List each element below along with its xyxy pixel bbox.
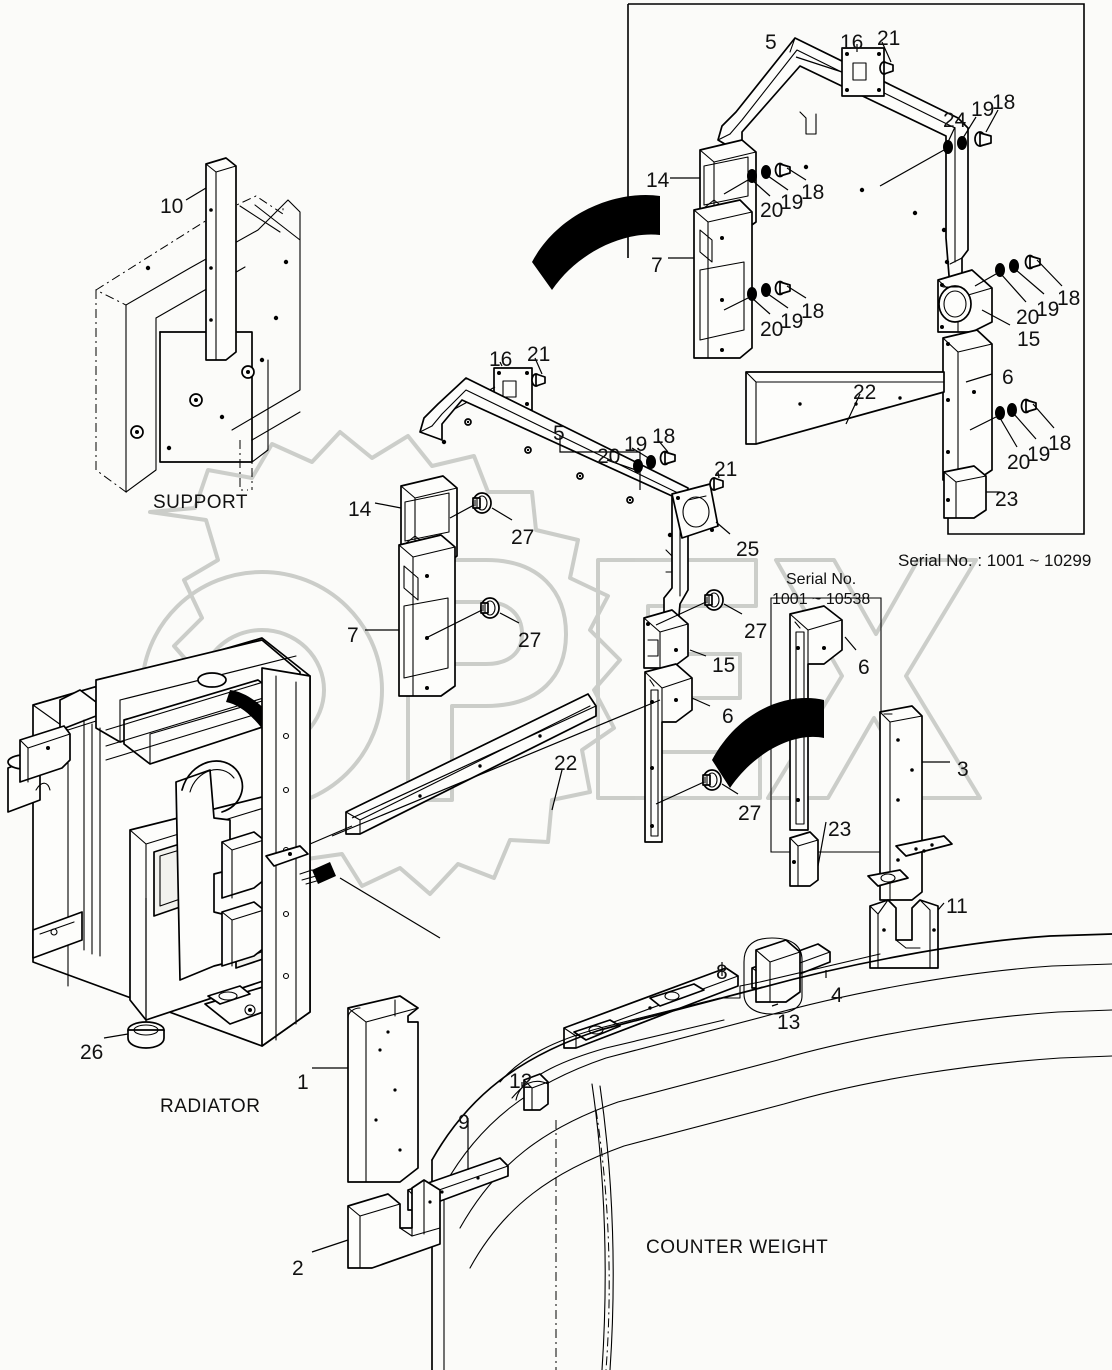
- callout-c-21c: 21: [714, 458, 738, 481]
- callout-c-20e: 20: [597, 445, 621, 468]
- callout-c-5b: 5: [553, 422, 565, 445]
- callout-c-19f: 19: [624, 433, 648, 456]
- callout-c-23b: 23: [828, 818, 852, 841]
- callout-c-16b: 16: [489, 348, 513, 371]
- callout-c-26: 26: [80, 1041, 104, 1064]
- callout-c-22a: 22: [853, 381, 877, 404]
- callout-c-20c: 20: [1016, 306, 1040, 329]
- callout-c-18a: 18: [992, 91, 1016, 114]
- serial-note-serial-inset-top: Serial No. : 1001 ~ 10299: [898, 551, 1092, 570]
- callout-c-18c: 18: [801, 300, 825, 323]
- callout-c-15b: 15: [712, 654, 736, 677]
- callout-c-11: 11: [946, 895, 968, 918]
- callout-c-22b: 22: [554, 752, 578, 775]
- serial-note-serial-inset-middle-l1: Serial No.: [786, 571, 857, 588]
- callout-c-23a: 23: [995, 488, 1019, 511]
- callout-c-4: 4: [831, 984, 843, 1007]
- callout-c-25: 25: [736, 538, 760, 561]
- callout-c-6a: 6: [1002, 366, 1014, 389]
- callout-c-13: 13: [777, 1011, 801, 1034]
- callout-c-19a: 19: [971, 98, 995, 121]
- callout-c-21b: 21: [527, 343, 551, 366]
- callout-c-14b: 14: [348, 498, 372, 521]
- callout-c-6c: 6: [858, 656, 870, 679]
- callout-c-10: 10: [160, 195, 184, 218]
- callout-c-5a: 5: [765, 31, 777, 54]
- callout-c-8: 8: [716, 961, 728, 984]
- callout-c-18d: 18: [1057, 287, 1081, 310]
- callout-c-18e: 18: [1048, 432, 1072, 455]
- callout-c-16a: 16: [840, 31, 864, 54]
- callout-c-27b: 27: [518, 629, 542, 652]
- callout-c-20d: 20: [1007, 451, 1031, 474]
- callout-c-12: 12: [509, 1070, 533, 1093]
- callout-c-7b: 7: [347, 624, 359, 647]
- callout-c-18f: 18: [652, 425, 676, 448]
- callout-c-6b: 6: [722, 705, 734, 728]
- callout-c-3: 3: [957, 758, 969, 781]
- callout-c-18b: 18: [801, 181, 825, 204]
- callout-c-21a: 21: [877, 27, 901, 50]
- callout-c-1: 1: [297, 1071, 309, 1094]
- caption-radiator: RADIATOR: [160, 1096, 261, 1117]
- callout-c-20b: 20: [760, 318, 784, 341]
- callout-c-15a: 15: [1017, 328, 1041, 351]
- callout-c-2: 2: [292, 1257, 304, 1280]
- callout-c-24: 24: [943, 109, 967, 132]
- callout-c-14a: 14: [646, 169, 670, 192]
- caption-support: SUPPORT: [153, 492, 249, 513]
- callout-c-27a: 27: [511, 526, 535, 549]
- serial-note-serial-inset-middle-l2: 1001 ~ 10538: [772, 591, 871, 608]
- callout-c-20a: 20: [760, 199, 784, 222]
- callout-c-7a: 7: [651, 254, 663, 277]
- callout-c-19e: 19: [1027, 443, 1051, 466]
- callout-c-19b: 19: [780, 191, 804, 214]
- callout-c-27c: 27: [744, 620, 768, 643]
- callout-c-27d: 27: [738, 802, 762, 825]
- callout-c-19c: 19: [780, 310, 804, 333]
- caption-counter-weight: COUNTER WEIGHT: [646, 1237, 829, 1258]
- callout-c-19d: 19: [1036, 298, 1060, 321]
- callout-c-9: 9: [458, 1111, 470, 1134]
